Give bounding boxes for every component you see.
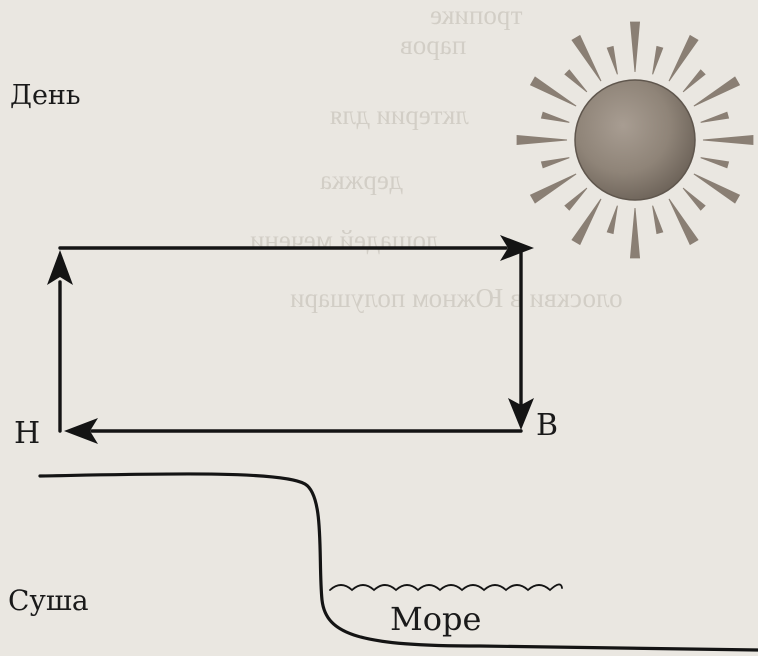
- node-left-label: Н: [14, 416, 41, 451]
- sun-ray: [629, 21, 641, 73]
- sun-ray: [693, 76, 741, 107]
- node-right-label: В: [536, 408, 559, 443]
- coastline: [38, 472, 758, 652]
- land-label: Суша: [8, 584, 89, 617]
- sun-ray: [668, 198, 699, 246]
- air-circulation-loop: [47, 235, 534, 444]
- sun-ray: [682, 69, 706, 93]
- sun-ray: [564, 69, 588, 93]
- sun-ray: [529, 173, 577, 204]
- sea-waves: [329, 583, 563, 592]
- sun-ray: [540, 157, 570, 169]
- sun-ray: [700, 157, 730, 169]
- sun-ray: [606, 205, 618, 235]
- sun-ray: [652, 45, 664, 75]
- sun-icon: [516, 21, 754, 259]
- arrowhead-right: [500, 235, 534, 261]
- sun-ray: [693, 173, 741, 204]
- sea-label: Море: [390, 600, 482, 638]
- sun-ray: [682, 187, 706, 211]
- sun-ray: [540, 111, 570, 123]
- day-label: День: [10, 80, 81, 111]
- sun-ray: [652, 205, 664, 235]
- arrowhead-left: [64, 418, 98, 444]
- sun-ray: [529, 76, 577, 107]
- sun-ray: [571, 34, 602, 82]
- sun-ray: [564, 187, 588, 211]
- arrowhead-up: [47, 250, 73, 285]
- sun-ray: [571, 198, 602, 246]
- sun-ray: [516, 134, 568, 146]
- sun-ray: [668, 34, 699, 82]
- sun-ray: [702, 134, 754, 146]
- sun-ray: [606, 45, 618, 75]
- arrowhead-down: [508, 398, 534, 430]
- sun-ray: [629, 207, 641, 259]
- sun-ray: [700, 111, 730, 123]
